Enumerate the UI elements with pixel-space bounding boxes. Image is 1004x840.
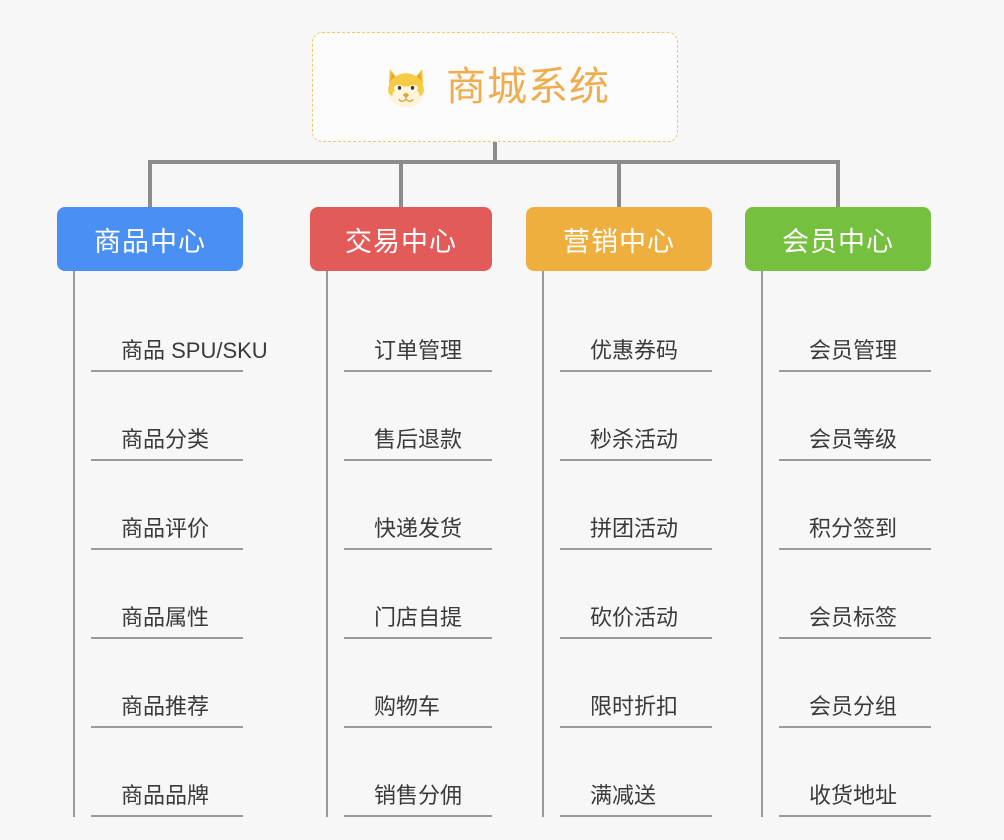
connector-drop-trade-center: [399, 160, 403, 207]
connector-horizontal-bus: [150, 160, 840, 164]
list-item[interactable]: 购物车: [344, 639, 492, 728]
list-item[interactable]: 商品评价: [91, 461, 243, 550]
root-title: 商城系统: [446, 65, 610, 109]
column-items-marketing-center: 优惠券码 秒杀活动 拼团活动 砍价活动 限时折扣 满减送: [542, 271, 712, 817]
list-item-label: 快递发货: [374, 515, 463, 541]
column-member-center: 会员中心 会员管理 会员等级 积分签到 会员标签 会员分组 收货地址: [745, 207, 931, 817]
list-item[interactable]: 商品属性: [91, 550, 243, 639]
column-trade-center: 交易中心 订单管理 售后退款 快递发货 门店自提 购物车 销售分佣: [310, 207, 492, 817]
list-item[interactable]: 门店自提: [344, 550, 492, 639]
list-item-label: 秒杀活动: [590, 426, 679, 452]
list-item[interactable]: 积分签到: [779, 461, 931, 550]
column-marketing-center: 营销中心 优惠券码 秒杀活动 拼团活动 砍价活动 限时折扣 满减送: [526, 207, 712, 817]
column-header-member-center[interactable]: 会员中心: [745, 207, 931, 271]
list-item[interactable]: 订单管理: [344, 283, 492, 372]
list-item[interactable]: 商品推荐: [91, 639, 243, 728]
list-item-label: 商品属性: [121, 604, 210, 630]
list-item[interactable]: 销售分佣: [344, 728, 492, 817]
list-item[interactable]: 售后退款: [344, 372, 492, 461]
column-header-product-center[interactable]: 商品中心: [57, 207, 243, 271]
list-item[interactable]: 快递发货: [344, 461, 492, 550]
root-node-mall-system[interactable]: 商城系统: [312, 32, 678, 142]
list-item[interactable]: 优惠券码: [560, 283, 712, 372]
list-item-label: 商品品牌: [121, 782, 210, 808]
list-item-label: 售后退款: [374, 426, 463, 452]
list-item-label: 订单管理: [374, 337, 463, 363]
list-item[interactable]: 商品 SPU/SKU: [91, 283, 268, 372]
list-item[interactable]: 秒杀活动: [560, 372, 712, 461]
list-item[interactable]: 会员管理: [779, 283, 931, 372]
list-item[interactable]: 会员分组: [779, 639, 931, 728]
list-item-label: 拼团活动: [590, 515, 679, 541]
column-items-trade-center: 订单管理 售后退款 快递发货 门店自提 购物车 销售分佣: [326, 271, 492, 817]
list-item[interactable]: 满减送: [560, 728, 712, 817]
list-item[interactable]: 会员等级: [779, 372, 931, 461]
list-item-label: 商品推荐: [121, 693, 210, 719]
list-item-label: 限时折扣: [590, 693, 679, 719]
list-item-label: 商品分类: [121, 426, 210, 452]
list-item-label: 满减送: [590, 782, 657, 808]
list-item[interactable]: 砍价活动: [560, 550, 712, 639]
list-item[interactable]: 商品分类: [91, 372, 243, 461]
list-item[interactable]: 收货地址: [779, 728, 931, 817]
list-item[interactable]: 限时折扣: [560, 639, 712, 728]
column-header-marketing-center[interactable]: 营销中心: [526, 207, 712, 271]
list-item-label: 砍价活动: [590, 604, 679, 630]
shiba-dog-icon: [388, 69, 424, 108]
list-item-label: 商品评价: [121, 515, 210, 541]
list-item-label: 销售分佣: [374, 782, 463, 808]
list-item-label: 商品 SPU/SKU: [121, 337, 268, 363]
list-item-label: 门店自提: [374, 604, 463, 630]
connector-drop-product-center: [148, 160, 152, 207]
list-item[interactable]: 会员标签: [779, 550, 931, 639]
list-item-label: 优惠券码: [590, 337, 679, 363]
column-items-product-center: 商品 SPU/SKU 商品分类 商品评价 商品属性 商品推荐 商品品牌: [73, 271, 268, 817]
column-product-center: 商品中心 商品 SPU/SKU 商品分类 商品评价 商品属性 商品推荐 商品品牌: [57, 207, 268, 817]
list-item-label: 积分签到: [809, 515, 898, 541]
column-items-member-center: 会员管理 会员等级 积分签到 会员标签 会员分组 收货地址: [761, 271, 931, 817]
list-item-label: 收货地址: [809, 782, 898, 808]
column-header-trade-center[interactable]: 交易中心: [310, 207, 492, 271]
list-item[interactable]: 商品品牌: [91, 728, 243, 817]
list-item-label: 会员管理: [809, 337, 898, 363]
connector-root-stem: [493, 142, 497, 162]
connector-drop-member-center: [836, 160, 840, 207]
list-item-label: 会员标签: [809, 604, 898, 630]
list-item-label: 会员等级: [809, 426, 898, 452]
list-item-label: 会员分组: [809, 693, 898, 719]
list-item-label: 购物车: [374, 693, 441, 719]
connector-drop-marketing-center: [617, 160, 621, 207]
list-item[interactable]: 拼团活动: [560, 461, 712, 550]
